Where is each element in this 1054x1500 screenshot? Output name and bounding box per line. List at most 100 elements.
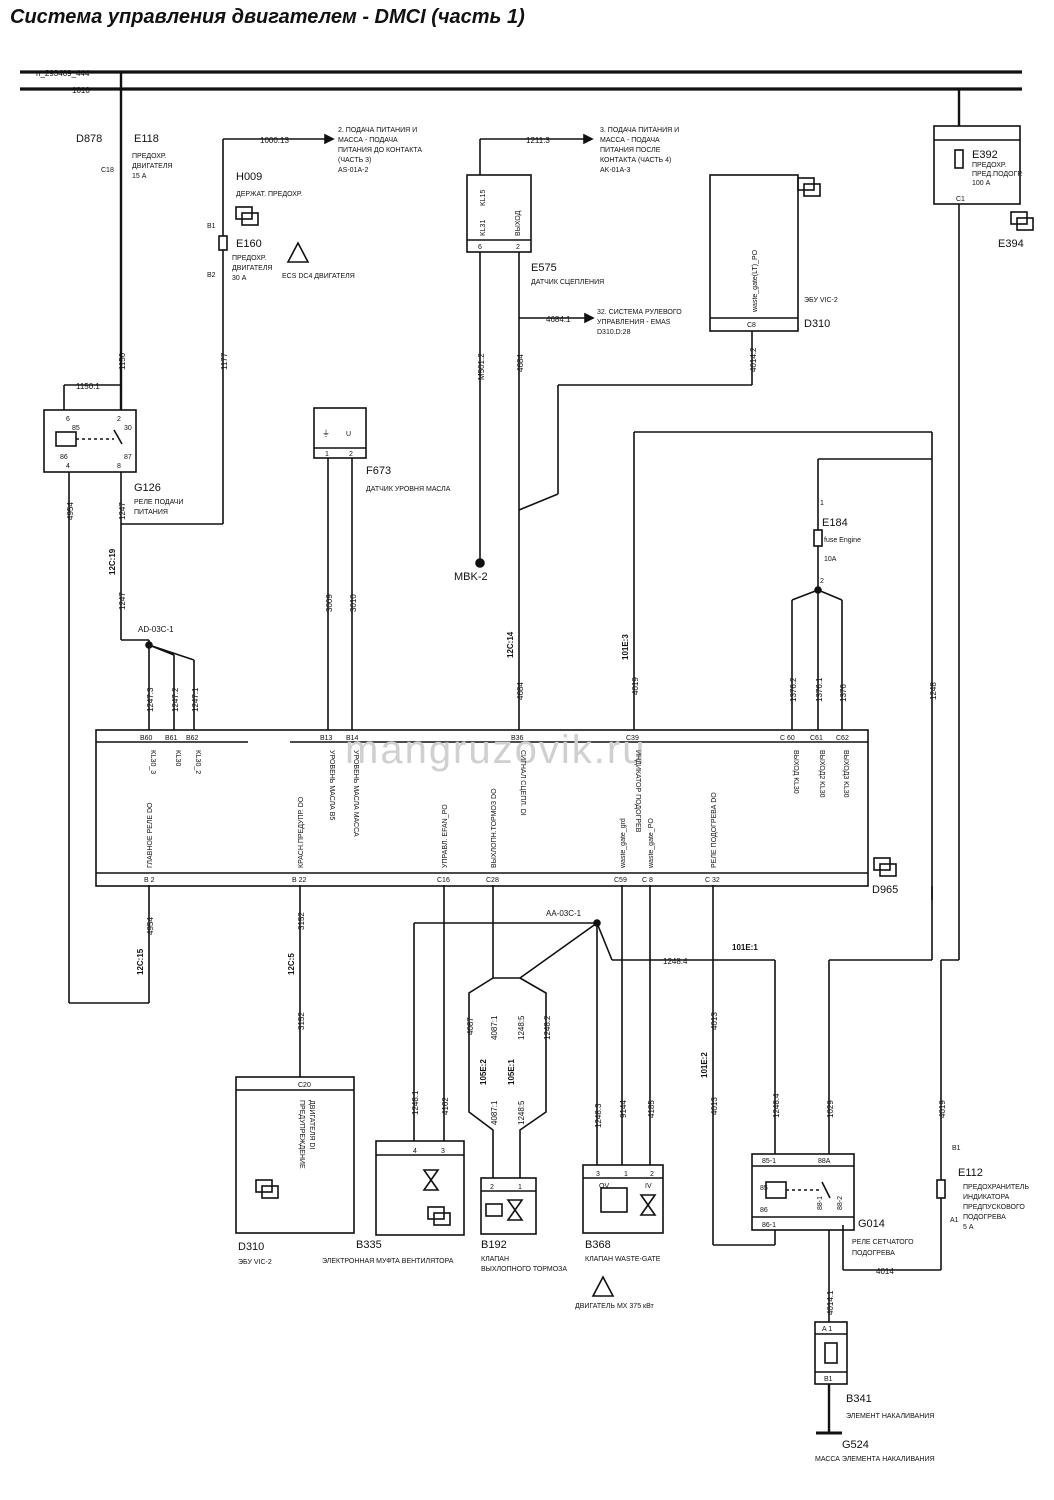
b368-desc: КЛАПАН WASTE-GATE (585, 1256, 661, 1263)
ecu-signal: waste_gate_PO (648, 818, 655, 869)
relay-g014 (751, 1153, 855, 1231)
wire-label: 3152 (297, 1012, 306, 1030)
e575-code: E575 (531, 262, 557, 274)
f673-symbol: ⏚ (322, 429, 330, 438)
e112-desc1: ПРЕДОХРАНИТЕЛЬ (963, 1184, 1029, 1191)
e184-p1: 1 (820, 500, 824, 507)
wire-label: 4014 (876, 1267, 894, 1276)
f673-u: U (346, 431, 351, 438)
ecu-pin: B36 (511, 735, 524, 742)
ecu-pin: C 60 (780, 735, 795, 742)
e184-desc1: fuse Engine (824, 537, 861, 544)
ecu-signal: УРОВЕНЬ МАСЛА B5 (328, 750, 335, 820)
ecu-signal: СИГНАЛ СЦЕПЛ. DI (519, 750, 526, 816)
ecu-signal: ВЫХОД3 KL30 (842, 750, 849, 798)
d310-bottom-pin: C20 (298, 1082, 311, 1089)
wire-label: 1177 (220, 352, 229, 370)
g014-p882: 88-2 (837, 1196, 844, 1210)
wire-label: 105E:2 (479, 1059, 488, 1085)
page-title: Система управления двигателем - DMCI (ча… (10, 6, 525, 28)
ecu-pin: C39 (626, 735, 639, 742)
wire-label: 4185 (647, 1100, 656, 1118)
sensor-e575 (466, 174, 532, 253)
e112-code: E112 (958, 1167, 983, 1179)
wire-label: 1248 (929, 682, 938, 700)
g014-p85: 85 (760, 1185, 768, 1192)
ecu-pin: C59 (614, 877, 627, 884)
d310-top-sig: waste_gate(LT)_PO (752, 249, 759, 313)
e394-code: E394 (998, 238, 1024, 250)
b368-p1: 1 (624, 1171, 628, 1178)
valve-b368 (582, 1164, 664, 1234)
e118-desc3: 15 А (132, 173, 147, 180)
ref2-l2: МАССА - ПОДАЧА (338, 137, 398, 144)
wire-label: 3010 (349, 594, 358, 612)
ref32-l3: D310.D:28 (597, 329, 631, 336)
wire-label: 1150 (118, 352, 127, 370)
g014-p851: 85-1 (762, 1158, 776, 1165)
e160-desc1: ПРЕДОХР. (232, 255, 266, 262)
ecu-signal: KL30_3 (149, 750, 156, 774)
ref3-wire: 1211:3 (526, 136, 550, 145)
ecu-d310-bottom (235, 1076, 355, 1234)
e575-n6: 6 (478, 244, 482, 251)
d310-top-pin: C8 (747, 322, 756, 329)
b341-b1: B1 (824, 1376, 833, 1383)
wire-label: 12C:15 (136, 948, 145, 975)
d965-code: D965 (872, 884, 898, 896)
g014-p861: 86-1 (762, 1222, 776, 1229)
g014-desc2: ПОДОГРЕВА (852, 1250, 895, 1257)
e575-n2: 2 (516, 244, 520, 251)
bus-label-top: n_293409_444 (36, 69, 90, 78)
ecu-pin: C16 (437, 877, 450, 884)
fuse-e392-box (933, 125, 1021, 205)
e184-desc2: 10A (824, 556, 837, 563)
ecu-signal: КРАСН.ПРЕДУПР. DO (298, 796, 305, 868)
wire-label: 1376:1 (815, 677, 824, 702)
wire-label: 4162 (441, 1097, 450, 1115)
watermark-text: mangruzovik.ru (345, 728, 646, 772)
ecu-signal: УПРАВЛ. EFAN_PO (442, 804, 449, 868)
ecu-d310-top (709, 174, 799, 332)
wire-label: 101E:1 (732, 943, 758, 952)
ref3-l3: ПИТАНИЯ ПОСЛЕ (600, 147, 661, 154)
wire-label: 12C:5 (287, 953, 296, 975)
e118-pin: C18 (101, 167, 114, 174)
g524-desc: МАССА ЭЛЕМЕНТА НАКАЛИВАНИЯ (815, 1456, 935, 1463)
wire-label: M501:2 (477, 353, 486, 380)
wire-label: 4087:1 (490, 1100, 499, 1125)
e118-desc2: ДВИГАТЕЛЯ (132, 163, 172, 170)
wire-label: 1247 (118, 592, 127, 610)
b192-p1: 1 (518, 1184, 522, 1191)
b192-code: B192 (481, 1239, 507, 1251)
g126-p8: 8 (117, 463, 121, 470)
ecu-signal: УРОВЕНЬ МАСЛА МАССА (352, 750, 359, 837)
wire-label: 4019 (631, 677, 640, 695)
wire-label: 1248:5 (517, 1100, 526, 1125)
b368-iv: IV (645, 1183, 652, 1190)
e392-desc2: ПРЕД.ПОДОГР. (972, 171, 1023, 178)
wire-label: 101E:2 (700, 1052, 709, 1078)
wire-label: 1247 (118, 502, 127, 520)
g126-wire: 1150:1 (76, 382, 100, 391)
b335-desc: ЭЛЕКТРОННАЯ МУФТА ВЕНТИЛЯТОРА (322, 1258, 454, 1265)
ecu-signal: KL30 (174, 750, 181, 766)
e184-p2: 2 (820, 578, 824, 585)
wire-label: 1248:3 (594, 1103, 603, 1128)
e160-desc2: ДВИГАТЕЛЯ (232, 265, 272, 272)
d310-bottom-code: D310 (238, 1241, 264, 1253)
b192-desc1: КЛАПАН (481, 1256, 509, 1263)
ref3-l5: AK-01A-3 (600, 167, 630, 174)
ecu-signal: РЕЛЕ ПОДОГРЕВА DO (711, 792, 718, 868)
valve-b192 (480, 1177, 537, 1235)
b368-note: ДВИГАТЕЛЬ MX 375 кВт (575, 1303, 655, 1310)
ad03c-label: AD-03C-1 (138, 625, 174, 634)
e118-desc1: ПРЕДОХР. (132, 153, 166, 160)
d310-top-desc: ЭБУ VIC-2 (804, 297, 838, 304)
ref32-wire: 4684:1 (546, 315, 571, 324)
wire-label: 1248:5 (517, 1015, 526, 1040)
ecu-pin: C 8 (642, 877, 653, 884)
e112-desc4: ПОДОГРЕВА (963, 1214, 1006, 1221)
